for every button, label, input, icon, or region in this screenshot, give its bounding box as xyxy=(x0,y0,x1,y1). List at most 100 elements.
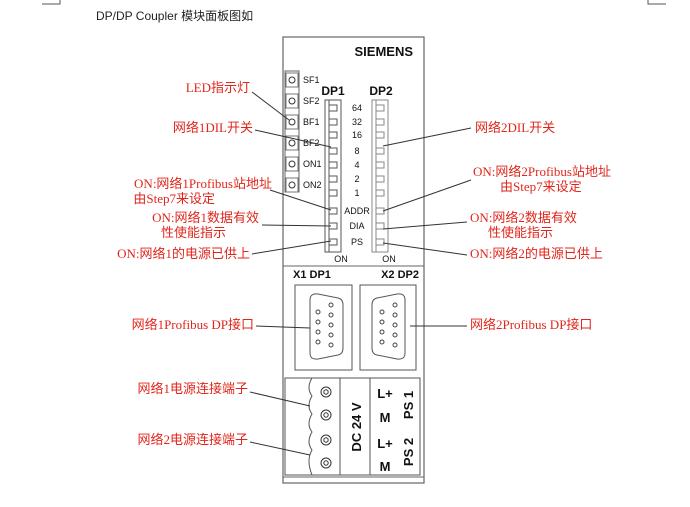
dp1-switch-lever[interactable] xyxy=(329,118,338,126)
pin-icon xyxy=(328,332,334,338)
dp1-switch-lever[interactable] xyxy=(329,175,338,183)
dp1-switch-lever[interactable] xyxy=(329,161,338,169)
pin-icon xyxy=(315,309,321,315)
switch-label: 4 xyxy=(354,160,359,170)
dp1-connector[interactable] xyxy=(294,284,353,371)
dp2-switch-lever[interactable] xyxy=(376,131,385,139)
led-bf1-icon xyxy=(288,118,296,126)
dp2-switch-lever[interactable] xyxy=(376,118,385,126)
led-sf1-icon xyxy=(288,76,296,84)
dp1-switch-lever[interactable] xyxy=(329,189,338,197)
brand-logo: SIEMENS xyxy=(354,44,413,59)
pin-icon xyxy=(379,339,385,345)
x1-dp1-label: X1 DP1 xyxy=(293,269,331,281)
dc-24v-label: DC 24 V xyxy=(349,402,364,451)
dp2-label: DP2 xyxy=(369,84,393,98)
led-bf2-icon xyxy=(288,139,296,147)
leader-lines xyxy=(249,91,472,456)
pin-icon xyxy=(315,339,321,345)
pin-icon xyxy=(315,329,321,335)
switch-label: 32 xyxy=(352,117,362,127)
switch-label: 16 xyxy=(352,130,362,140)
callout-dia2-line1: ON:网络2数据有效 xyxy=(470,210,577,225)
pin-icon xyxy=(328,312,334,318)
dp2-switch-lever[interactable] xyxy=(376,175,385,183)
x2-dp2-label: X2 DP2 xyxy=(381,269,419,281)
dp1-switch-lever[interactable] xyxy=(329,147,338,155)
led-on2-icon xyxy=(288,181,296,189)
switch-label: 64 xyxy=(352,103,362,113)
dp2-switch-lever[interactable] xyxy=(376,104,385,112)
dp1-switch-lever[interactable] xyxy=(329,222,338,230)
switch-label: 8 xyxy=(354,146,359,156)
callout-addr1-line1: ON:网络1Profibus站地址 xyxy=(134,176,272,191)
callout-addr2-line2: 由Step7来设定 xyxy=(500,179,582,194)
dp1-label: DP1 xyxy=(321,84,345,98)
callout-addr2-line1: ON:网络2Profibus站地址 xyxy=(473,164,611,179)
m-1-label: M xyxy=(380,410,391,425)
dp2-switch-lever[interactable] xyxy=(376,238,385,246)
dp2-switch-lever[interactable] xyxy=(376,147,385,155)
dp2-connector[interactable] xyxy=(359,284,417,371)
pin-icon xyxy=(328,342,334,348)
pin-icon xyxy=(379,319,385,325)
ps1-label: PS 1 xyxy=(401,391,416,419)
callout-power1: 网络1电源连接端子 xyxy=(137,381,248,396)
callout-dil1: 网络1DIL开关 xyxy=(173,120,253,135)
switch-label: ADDR xyxy=(344,206,370,216)
callout-dia1-line2: 性使能指示 xyxy=(161,225,226,240)
switch-label: 2 xyxy=(354,174,359,184)
dp1-switch-lever[interactable] xyxy=(329,131,338,139)
switch-label: PS xyxy=(351,237,363,247)
callout-power2: 网络2电源连接端子 xyxy=(137,432,248,447)
terminal-screw-center xyxy=(323,460,329,466)
terminal-screw-center xyxy=(323,437,329,443)
dp1-switch-lever[interactable] xyxy=(329,207,338,215)
led-label: SF2 xyxy=(303,96,320,106)
pin-icon xyxy=(315,319,321,325)
corner-mark-right xyxy=(647,0,666,5)
callout-dil2: 网络2DIL开关 xyxy=(475,120,555,135)
led-label: BF1 xyxy=(303,117,320,127)
pin-icon xyxy=(328,322,334,328)
callout-ps1: ON:网络1的电源已供上 xyxy=(117,246,250,261)
page-title: DP/DP Coupler 模块面板图如 xyxy=(96,8,253,23)
pin-icon xyxy=(392,302,398,308)
pin-icon xyxy=(392,312,398,318)
led-on1-icon xyxy=(288,160,296,168)
pin-icon xyxy=(392,342,398,348)
pin-icon xyxy=(379,329,385,335)
on-label-dp2: ON xyxy=(382,254,396,264)
callout-dp-interface1: 网络1Profibus DP接口 xyxy=(132,317,254,332)
dp1-switch-lever[interactable] xyxy=(329,104,338,112)
lplus-1-label: L+ xyxy=(377,386,393,401)
power-terminal-block[interactable] xyxy=(284,377,421,476)
dp2-switch-lever[interactable] xyxy=(376,222,385,230)
terminal-screw-center xyxy=(323,412,329,418)
led-sf2-icon xyxy=(288,97,296,105)
dp1-switch-lever[interactable] xyxy=(329,238,338,246)
led-label: ON1 xyxy=(303,159,322,169)
callout-dp-interface2: 网络2Profibus DP接口 xyxy=(470,317,592,332)
callout-addr1-line2: 由Step7来设定 xyxy=(133,191,215,206)
on-label-dp1: ON xyxy=(334,254,348,264)
callout-ps2: ON:网络2的电源已供上 xyxy=(470,246,603,261)
switch-label: 1 xyxy=(354,188,359,198)
callout-dia2-line2: 性使能指示 xyxy=(488,225,553,240)
pin-icon xyxy=(392,332,398,338)
corner-mark-left xyxy=(42,0,61,5)
m-2-label: M xyxy=(380,459,391,474)
callout-led: LED指示灯 xyxy=(186,80,250,95)
pin-icon xyxy=(392,322,398,328)
led-column xyxy=(284,70,300,193)
terminal-screw-center xyxy=(323,389,329,395)
dp2-switch-lever[interactable] xyxy=(376,161,385,169)
ps2-label: PS 2 xyxy=(401,438,416,466)
led-label: ON2 xyxy=(303,180,322,190)
switch-label: DIA xyxy=(349,221,364,231)
lplus-2-label: L+ xyxy=(377,436,393,451)
dp2-switch-lever[interactable] xyxy=(376,189,385,197)
pin-icon xyxy=(379,309,385,315)
